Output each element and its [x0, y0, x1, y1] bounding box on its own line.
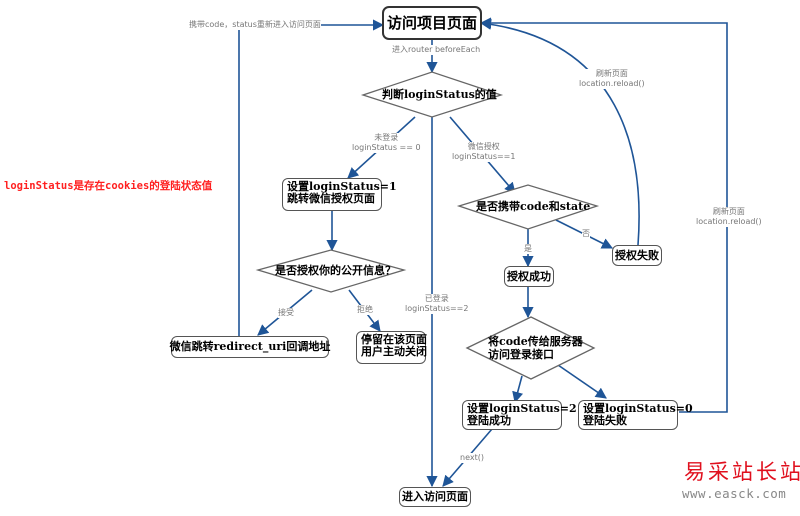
- decision-send-code-line1: 将code传给服务器: [488, 335, 583, 348]
- watermark-url: www.easck.com: [682, 486, 787, 501]
- edge-label-wechat-auth-line1: 微信授权: [467, 142, 500, 151]
- node-stay-line1: 停留在该页面: [361, 333, 427, 346]
- node-set-status-1-line1: 设置loginStatus=1: [287, 180, 397, 193]
- edge-label-not-logged-line1: 未登录: [374, 133, 399, 142]
- node-enter-page: 进入访问页面: [399, 487, 471, 507]
- node-set-status-1: 设置loginStatus=1 跳转微信授权页面: [282, 178, 397, 211]
- edge-label-logged: 已登录 loginStatus==2: [405, 294, 469, 314]
- node-wechat-redirect: 微信跳转redirect_uri回调地址: [170, 336, 330, 358]
- node-auth-fail: 授权失败: [612, 245, 662, 266]
- edge-send-to-set2: [512, 375, 524, 404]
- edge-label-wechat-auth: 微信授权 loginStatus==1: [452, 142, 516, 162]
- edge-label-logged-line1: 已登录: [424, 294, 449, 303]
- decision-check-status-label: 判断loginStatus的值: [382, 88, 497, 101]
- edge-label-reenter: 携带code，status重新进入访问页面: [189, 20, 321, 30]
- edge-label-wechat-auth-line2: loginStatus==1: [452, 152, 516, 161]
- edge-label-reload-2: 刷新页面 location.reload(): [696, 207, 762, 227]
- edge-label-router: 进入router beforeEach: [392, 45, 481, 55]
- decision-has-code: [456, 184, 600, 230]
- watermark-name: 易采站长站: [684, 460, 800, 484]
- login-status-note: loginStatus是存在cookies的登陆状态值: [4, 180, 213, 192]
- node-stay: 停留在该页面 用户主动关闭: [356, 331, 427, 364]
- edge-label-not-logged-line2: loginStatus == 0: [352, 143, 421, 152]
- node-set-status-2-line1: 设置loginStatus=2: [467, 402, 577, 415]
- node-set-status-0-line1: 设置loginStatus=0: [583, 402, 693, 415]
- node-start: 访问项目页面: [382, 6, 482, 40]
- decision-authorize-label: 是否授权你的公开信息？: [275, 264, 396, 277]
- decision-has-code-label: 是否携带code和state: [476, 200, 591, 213]
- node-set-status-2: 设置loginStatus=2 登陆成功: [462, 400, 577, 430]
- decision-send-code-label: 将code传给服务器 访问登录接口: [488, 335, 583, 361]
- node-stay-line2: 用户主动关闭: [361, 345, 427, 358]
- decision-send-code: [465, 316, 596, 380]
- edge-label-no: 否: [582, 229, 590, 239]
- node-set-status-1-line2: 跳转微信授权页面: [287, 192, 375, 205]
- edge-label-accept: 接受: [278, 308, 294, 318]
- edge-label-yes: 是: [524, 244, 532, 254]
- edge-label-not-logged: 未登录 loginStatus == 0: [352, 133, 421, 153]
- node-set-status-0: 设置loginStatus=0 登陆失败: [578, 400, 693, 430]
- node-auth-success: 授权成功: [504, 266, 554, 287]
- edge-fail-to-start: [479, 18, 640, 246]
- decision-authorize: [255, 249, 407, 293]
- node-set-status-2-line2: 登陆成功: [467, 414, 511, 427]
- edge-label-reload-1-line2: location.reload(): [579, 79, 645, 88]
- node-set-status-0-line2: 登陆失败: [583, 414, 627, 427]
- edge-label-reload-2-line1: 刷新页面: [712, 207, 745, 216]
- edge-label-reject: 拒绝: [357, 305, 373, 315]
- edge-label-reload-1: 刷新页面 location.reload(): [579, 69, 645, 89]
- edge-label-reload-1-line1: 刷新页面: [595, 69, 628, 78]
- edge-send-to-set0: [557, 364, 607, 399]
- edge-label-logged-line2: loginStatus==2: [405, 304, 469, 313]
- edge-label-next: next(): [460, 453, 484, 463]
- edge-label-reload-2-line2: location.reload(): [696, 217, 762, 226]
- decision-check-status: [360, 71, 504, 118]
- decision-send-code-line2: 访问登录接口: [488, 348, 554, 361]
